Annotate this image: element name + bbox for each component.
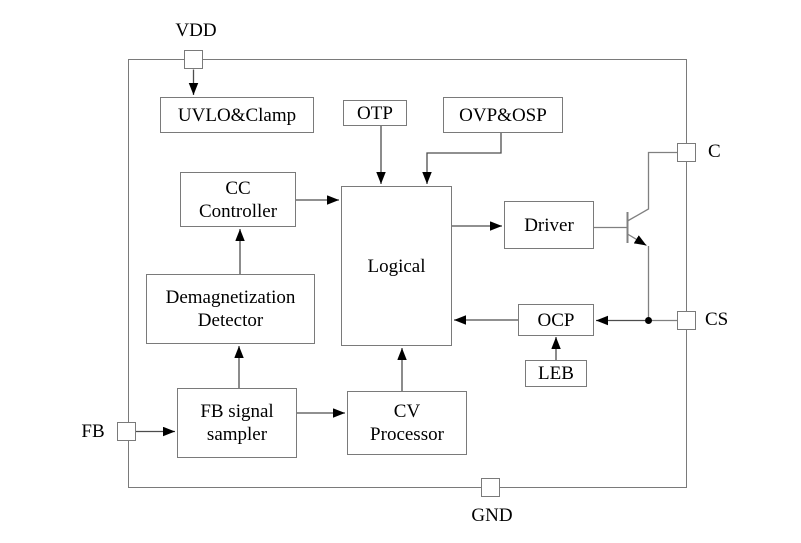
junction-dot	[645, 317, 652, 324]
pin-gnd	[481, 478, 500, 497]
block-label: Controller	[198, 200, 278, 222]
pin-label-gnd: GND	[471, 505, 513, 526]
block-logical: Logical	[341, 186, 452, 346]
block-uvlo-clamp: UVLO&Clamp	[160, 97, 314, 133]
block-label: OTP	[357, 102, 393, 124]
block-otp: OTP	[343, 100, 407, 126]
pin-label-vdd: VDD	[175, 20, 217, 41]
chip-outline	[128, 59, 687, 488]
pin-fb	[117, 422, 136, 441]
block-fb-signal-sampler: FB signal sampler	[177, 388, 297, 458]
transistor-emitter-lead	[627, 233, 647, 247]
block-label: OCP	[537, 309, 575, 331]
block-label: Demagnetization	[165, 287, 296, 308]
block-ocp: OCP	[518, 304, 594, 336]
block-label: LEB	[538, 363, 574, 384]
block-label: Driver	[524, 214, 574, 236]
transistor-collector-lead	[627, 151, 677, 222]
wire-ovp-to-logical	[422, 133, 502, 184]
pin-vdd	[184, 50, 203, 69]
block-label: Processor	[370, 424, 444, 445]
pin-label-cs: CS	[705, 309, 729, 330]
block-label: sampler	[206, 424, 268, 445]
block-leb: LEB	[525, 360, 587, 387]
block-label: Detector	[197, 310, 264, 331]
pin-label-fb: FB	[81, 421, 105, 442]
pin-cs	[677, 311, 696, 330]
pin-c	[677, 143, 696, 162]
block-label: OVP&OSP	[459, 104, 547, 126]
block-label: CC	[225, 177, 251, 199]
block-label: UVLO&Clamp	[177, 104, 297, 126]
block-label: CV	[393, 401, 421, 422]
block-label: Logical	[367, 255, 426, 277]
block-demagnetization-detector: Demagnetization Detector	[146, 274, 315, 344]
block-cv-processor: CV Processor	[347, 391, 467, 455]
pin-label-c: C	[708, 141, 721, 162]
block-ovp-osp: OVP&OSP	[443, 97, 563, 133]
block-driver: Driver	[504, 201, 594, 249]
block-label: FB signal	[200, 401, 274, 422]
npn-transistor	[594, 151, 677, 322]
block-cc-controller: CC Controller	[180, 172, 296, 227]
